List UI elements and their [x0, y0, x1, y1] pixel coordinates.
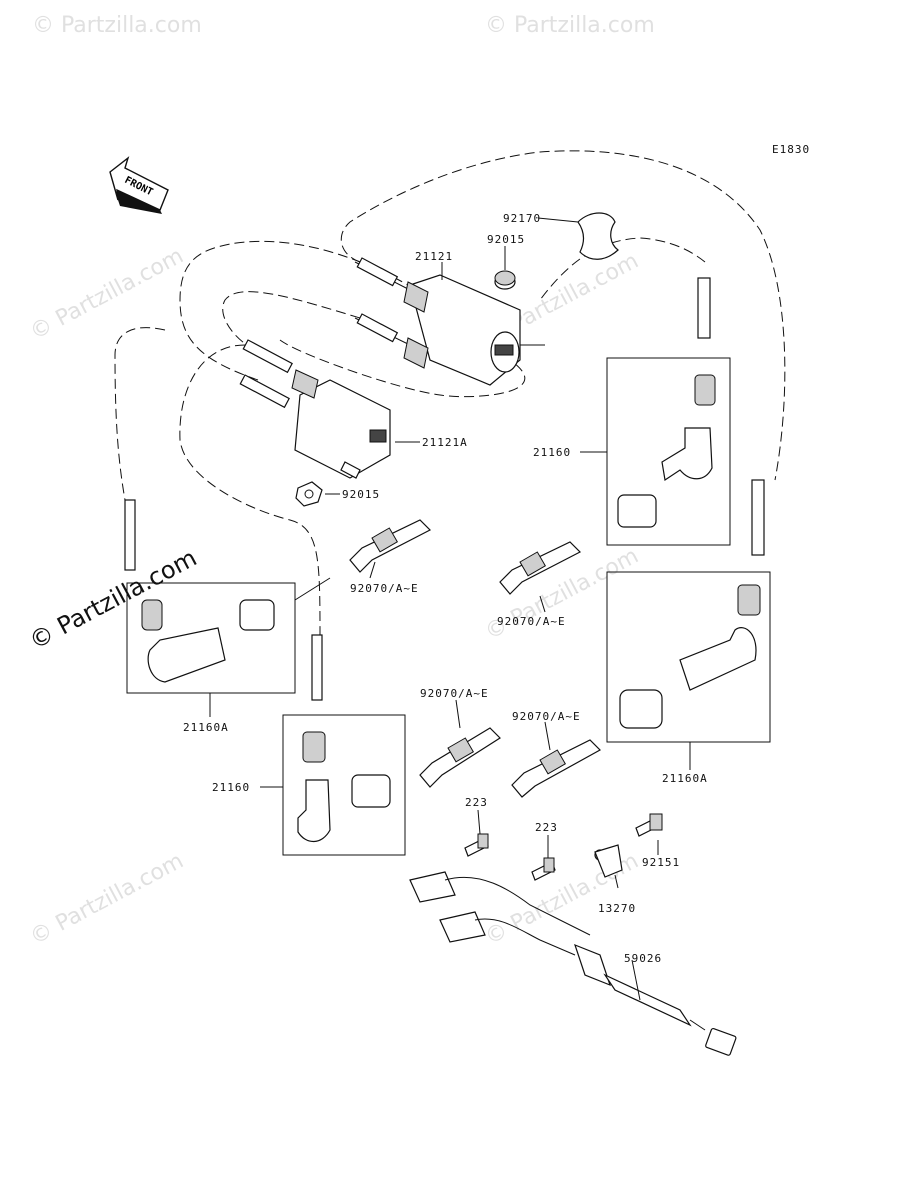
- front-arrow-icon: FRONT: [109, 156, 169, 214]
- spark-plug-left-top: [349, 519, 432, 573]
- label-92070-center-right: 92070/A~E: [512, 710, 581, 723]
- nut-92015-left: [295, 481, 323, 507]
- plug-cap-21160A-left: [124, 499, 331, 694]
- label-13270: 13270: [598, 902, 636, 915]
- label-92170: 92170: [503, 212, 541, 225]
- ignition-coil-21121: [354, 257, 545, 386]
- watermark-text: © Partzilla.com: [485, 13, 655, 38]
- wire-harness-59026: [409, 871, 737, 1056]
- label-21160A-left: 21160A: [183, 721, 229, 734]
- label-21160-right-top: 21160: [533, 446, 571, 459]
- label-21160A-right: 21160A: [662, 772, 708, 785]
- label-21160-center: 21160: [212, 781, 250, 794]
- plug-cap-21160-right-top: [606, 277, 731, 546]
- spark-plug-center: [419, 727, 501, 788]
- label-92151: 92151: [642, 856, 680, 869]
- plug-cap-21160-center: [282, 634, 406, 856]
- bolt-223-b: [531, 857, 556, 881]
- spark-plug-right-top: [499, 541, 582, 595]
- bolt-92151: [635, 813, 663, 837]
- diagram-code: E1830: [772, 143, 810, 156]
- label-92015-top: 92015: [487, 233, 525, 246]
- watermark-text: © Partzilla.com: [32, 13, 202, 38]
- label-92015-left: 92015: [342, 488, 380, 501]
- leader-lines: [209, 217, 691, 1001]
- bolt-223-a: [464, 833, 489, 857]
- label-59026: 59026: [624, 952, 662, 965]
- label-92070-center: 92070/A~E: [420, 687, 489, 700]
- label-223-b: 223: [535, 821, 558, 834]
- label-21121: 21121: [415, 250, 453, 263]
- label-92070-left-top: 92070/A~E: [350, 582, 419, 595]
- watermarks: © Partzilla.com © Partzilla.com © Partzi…: [25, 13, 655, 950]
- watermark-text: © Partzilla.com: [26, 849, 188, 951]
- ignition-coil-21121A: [239, 339, 391, 479]
- hightension-wires: [114, 150, 786, 641]
- label-92070-right-top: 92070/A~E: [497, 615, 566, 628]
- label-21121A: 21121A: [422, 436, 468, 449]
- plug-cap-21160A-right: [606, 479, 771, 743]
- spark-plug-center-right: [511, 739, 601, 798]
- clamp-13270: [594, 844, 623, 878]
- clip-92170: [577, 212, 619, 260]
- part-labels: 92170 92015 21121 21121A 92015 21160 920…: [183, 212, 708, 965]
- nut-92015-top: [494, 270, 516, 290]
- label-223-a: 223: [465, 796, 488, 809]
